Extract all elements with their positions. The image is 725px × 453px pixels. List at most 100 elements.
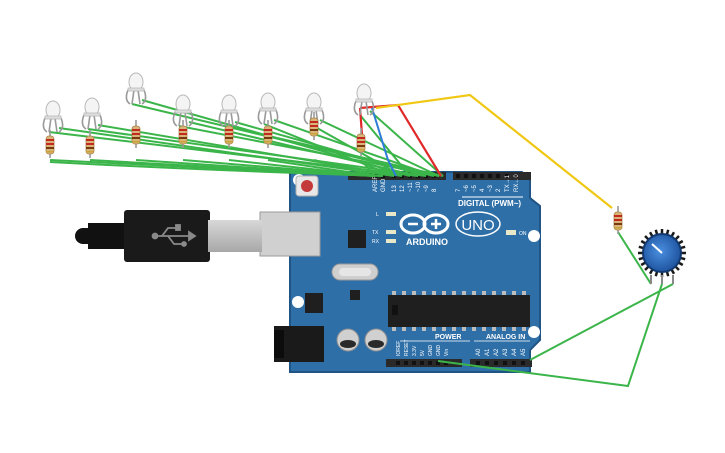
resistor[interactable] <box>613 206 623 234</box>
resistor[interactable] <box>356 128 366 156</box>
top-pin-label: AREF <box>373 176 379 192</box>
chip-pin <box>442 291 446 295</box>
header-pin[interactable] <box>505 174 509 178</box>
led-tx-indicator <box>386 230 396 234</box>
header-pin[interactable] <box>420 361 424 365</box>
top-pin-label: 8 <box>432 188 438 192</box>
chip-pin <box>462 291 466 295</box>
header-pin[interactable] <box>480 174 484 178</box>
analog-pin-label: A0 <box>476 348 482 356</box>
resistor[interactable] <box>45 130 55 158</box>
wire-green[interactable] <box>319 119 440 177</box>
header-pin[interactable] <box>488 174 492 178</box>
wire-green[interactable] <box>49 161 384 177</box>
top-pin-label: ~9 <box>424 184 430 192</box>
potentiometer-indicator <box>651 243 663 254</box>
wire-green[interactable] <box>529 283 674 361</box>
header-pin[interactable] <box>396 361 400 365</box>
capacitor-top <box>368 340 384 348</box>
wire-yellow[interactable] <box>375 93 613 209</box>
brand-label: ARDUINO <box>406 237 448 247</box>
wire-blue[interactable] <box>371 107 397 177</box>
barrel-jack-opening <box>274 330 284 358</box>
digital-label: DIGITAL (PWM~) <box>458 199 521 208</box>
wire-green[interactable] <box>369 110 444 177</box>
header-pin[interactable] <box>464 174 468 178</box>
header-pin[interactable] <box>412 361 416 365</box>
resistor[interactable] <box>309 112 319 140</box>
usb-b-cable[interactable] <box>75 210 262 262</box>
usb-chip <box>348 230 366 248</box>
led-on-indicator <box>506 230 516 235</box>
chip-pin <box>392 291 396 295</box>
top-pin-label: ~11 <box>408 182 414 192</box>
top-pin-label: 2 <box>496 188 502 192</box>
wire-green[interactable] <box>87 128 427 177</box>
chip-pin <box>492 327 496 331</box>
wire-green[interactable] <box>313 159 376 177</box>
header-pin[interactable] <box>494 361 498 365</box>
on-label: ON <box>519 231 527 237</box>
analog-pin-label: A1 <box>485 348 491 356</box>
chip-pin <box>472 327 476 331</box>
power-pin-label: 5V <box>420 349 426 356</box>
led-6[interactable] <box>257 92 279 125</box>
header-pin[interactable] <box>512 361 516 365</box>
header-pin[interactable] <box>503 361 507 365</box>
led-rx-label: RX <box>372 239 380 245</box>
chip-pin <box>452 327 456 331</box>
wires <box>48 93 674 388</box>
analog-pin-label: A5 <box>521 348 527 356</box>
resistor[interactable] <box>85 130 95 158</box>
wire-green[interactable] <box>437 283 663 388</box>
chip-pin <box>462 327 466 331</box>
top-pin-label: 4 <box>480 188 486 192</box>
analog-pin-label: A2 <box>494 348 500 356</box>
wire-green[interactable] <box>58 127 395 177</box>
header-pin[interactable] <box>436 361 440 365</box>
wire-green[interactable] <box>360 159 376 177</box>
resistor[interactable] <box>263 120 273 148</box>
wire-green[interactable] <box>263 123 395 177</box>
wire-green[interactable] <box>97 124 403 177</box>
header-pin[interactable] <box>496 174 500 178</box>
header-pin[interactable] <box>472 174 476 178</box>
header-pin[interactable] <box>476 361 480 365</box>
wire-green[interactable] <box>359 114 411 177</box>
wire-green[interactable] <box>309 123 403 177</box>
power-pin-label: GND <box>436 345 442 357</box>
led-2[interactable] <box>81 97 103 130</box>
header-pin[interactable] <box>514 174 518 178</box>
chip-pin <box>442 327 446 331</box>
led-5[interactable] <box>218 94 240 127</box>
chip-pin <box>522 327 526 331</box>
header-pin[interactable] <box>521 361 525 365</box>
resistor[interactable] <box>131 120 141 148</box>
chip-pin <box>502 327 506 331</box>
usb-port <box>259 211 321 257</box>
chip-pin <box>452 291 456 295</box>
chip-pin <box>492 291 496 295</box>
header-pin[interactable] <box>456 174 460 178</box>
resistor[interactable] <box>178 120 188 148</box>
wire-green[interactable] <box>617 231 652 285</box>
header-pin[interactable] <box>404 361 408 365</box>
led-4[interactable] <box>172 94 194 127</box>
top-pin-label: ~3 <box>488 184 494 192</box>
header-analog <box>470 359 532 367</box>
resistor[interactable] <box>224 120 234 148</box>
led-8[interactable] <box>353 83 375 116</box>
header-pin[interactable] <box>485 361 489 365</box>
led-3[interactable] <box>125 72 147 105</box>
chip-pin <box>482 327 486 331</box>
header-pin[interactable] <box>428 361 432 365</box>
top-pin-label: GND <box>381 178 387 192</box>
chip-pin <box>412 291 416 295</box>
potentiometer[interactable] <box>638 229 686 284</box>
led-1[interactable] <box>42 100 64 133</box>
top-pin-label: 7 <box>456 188 462 192</box>
chip-pin <box>432 327 436 331</box>
reset-button[interactable] <box>295 175 319 197</box>
wire-green[interactable] <box>267 159 376 177</box>
